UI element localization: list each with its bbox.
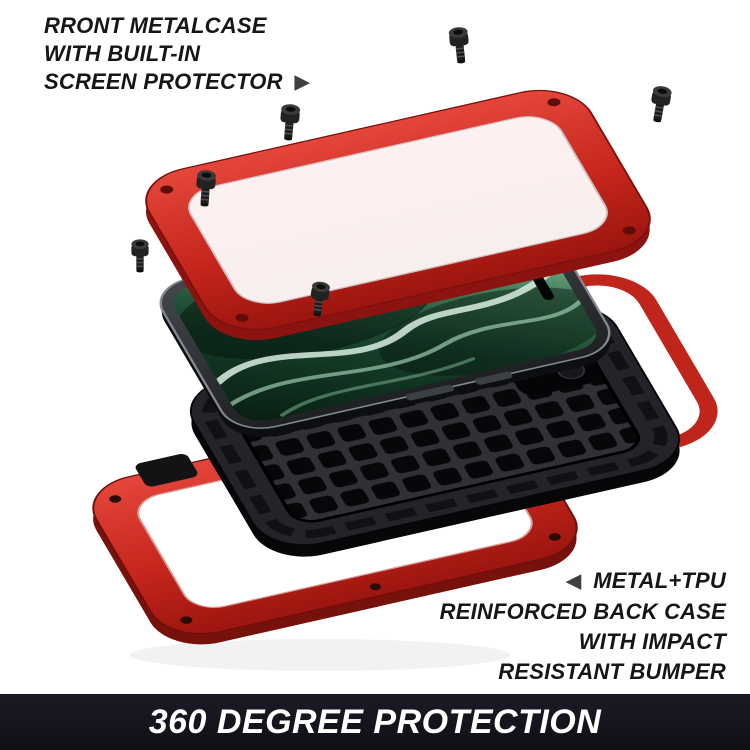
front-callout-line-3-text: SCREEN PROTECTOR xyxy=(44,69,283,94)
arrow-left-icon: ◀ xyxy=(566,571,582,592)
back-callout-line-3: WITH IMPACT xyxy=(578,629,726,654)
front-callout: RRONT METALCASE WITH BUILT-IN SCREEN PRO… xyxy=(44,12,310,97)
back-callout-line-4: RESISTANT BUMPER xyxy=(498,659,726,684)
phone-side-button xyxy=(405,384,455,401)
screw-icon xyxy=(447,25,472,66)
back-callout-line-2: REINFORCED BACK CASE xyxy=(439,599,726,624)
phone-side-button xyxy=(475,371,513,385)
back-callout-line-1-text: METAL+TPU xyxy=(593,568,726,593)
banner-text: 360 DEGREE PROTECTION xyxy=(148,702,602,741)
bottom-banner: 360 DEGREE PROTECTION xyxy=(0,694,750,750)
back-callout-line-1: ◀ METAL+TPU xyxy=(440,566,726,597)
bumper-clip xyxy=(135,454,198,487)
front-callout-line-1: RRONT METALCASE xyxy=(44,13,267,38)
front-callout-line-2: WITH BUILT-IN xyxy=(44,41,201,66)
screw-icon xyxy=(277,102,302,142)
screw-icon xyxy=(646,84,674,125)
ground-shadow xyxy=(130,639,510,671)
screen-protector xyxy=(188,116,608,304)
arrow-right-icon: ▶ xyxy=(294,72,310,93)
front-metal-frame xyxy=(145,89,651,341)
screw-icon xyxy=(130,238,150,274)
back-callout: ◀ METAL+TPU REINFORCED BACK CASE WITH IMP… xyxy=(440,566,726,687)
front-callout-line-3: SCREEN PROTECTOR ▶ xyxy=(44,68,310,97)
inner-shockproof-case xyxy=(189,304,681,557)
